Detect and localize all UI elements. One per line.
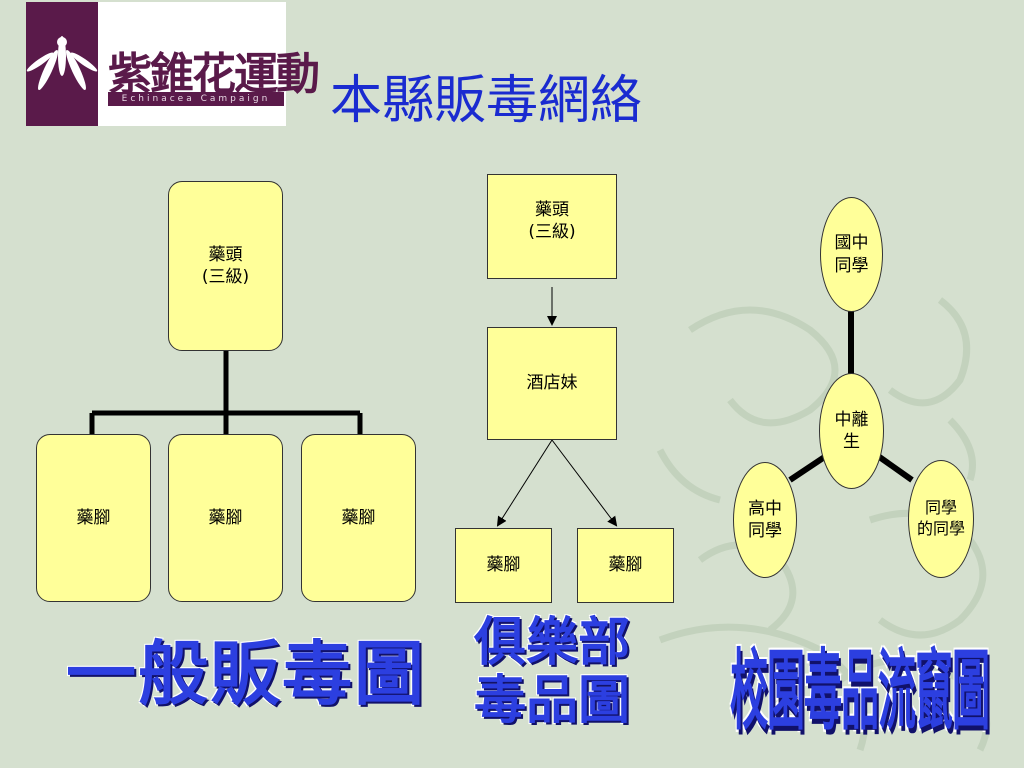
page-title: 本縣販毒網絡 [330, 71, 643, 131]
hostess-box: 酒店妹 [487, 327, 617, 440]
logo-text: 紫錐花運動 [108, 49, 320, 100]
runner-box-1: 藥腳 [36, 434, 151, 602]
club-caption-line1: 俱樂部 [474, 613, 631, 673]
friends-of-classmates-ellipse: 同學 的同學 [908, 460, 974, 578]
general-dealing-caption: 一般販毒圖 [66, 633, 426, 715]
dealer-box: 藥頭 (三級) [168, 181, 283, 351]
logo-subtext: Echinacea Campaign [108, 92, 284, 106]
junior-high-classmates-ellipse: 國中 同學 [820, 197, 883, 312]
org-chart-connectors [89, 350, 363, 434]
dropout-student-ellipse: 中離 生 [819, 373, 884, 489]
runner-box-3: 藥腳 [301, 434, 416, 602]
flower-logo-icon [26, 2, 98, 126]
campus-drug-caption: 校園毒品流竄圖 [730, 640, 990, 742]
campus-chart-connectors [788, 310, 914, 483]
club-runner-box-1: 藥腳 [455, 528, 552, 603]
club-runner-box-2: 藥腳 [577, 528, 674, 603]
runner-box-2: 藥腳 [168, 434, 283, 602]
senior-high-classmates-ellipse: 高中 同學 [733, 462, 797, 578]
logo: 紫錐花運動 Echinacea Campaign [26, 2, 320, 126]
club-chart-arrows [496, 287, 618, 527]
club-caption-line2: 毒品圖 [474, 671, 631, 731]
club-dealer-box: 藥頭 (三級) [487, 174, 617, 279]
